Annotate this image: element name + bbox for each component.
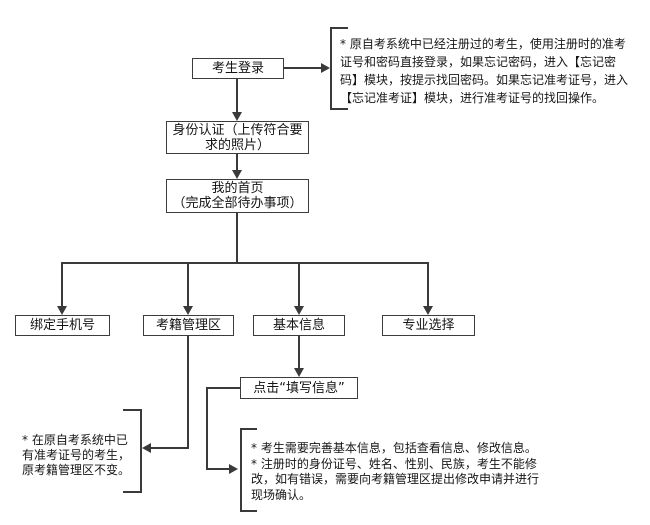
note-basic: * 考生需要完善基本信息，包括查看信息、修改信息。 * 注册时的身份证号、姓名、…: [251, 441, 539, 503]
flow-box-fill-info: 点击“填写信息”: [240, 377, 358, 399]
connector-fill-right: [206, 468, 230, 470]
connector-branch-to-registry: [187, 262, 189, 307]
flow-box-major-label: 专业选择: [402, 318, 455, 333]
flow-box-identity: 身份认证（上传符合要 求的照片）: [166, 121, 309, 154]
flow-box-home-line1: 我的首页: [211, 181, 264, 196]
note-basic-line2: * 注册时的身份证号、姓名、性别、民族，考生不能修: [251, 456, 537, 471]
bracket-login-note: [330, 27, 348, 110]
note-login-line3: 码】模块，按提示找回密码。如果忘记准考证号，进入: [340, 73, 629, 87]
flow-box-home: 我的首页 （完成全部待办事项）: [166, 179, 309, 213]
flow-box-login: 考生登录: [192, 58, 284, 79]
arrowhead-identity-icon: [232, 112, 242, 121]
arrowhead-login-note-icon: [321, 63, 330, 73]
note-registry-line2: 有准考证号的考生，: [22, 448, 131, 462]
arrowhead-basic-icon: [294, 306, 304, 315]
arrowhead-phone-icon: [57, 306, 67, 315]
flow-box-phone-label: 绑定手机号: [29, 318, 95, 333]
flow-box-basic-label: 基本信息: [272, 318, 325, 333]
connector-fill-down: [206, 387, 208, 470]
flow-box-basic: 基本信息: [253, 315, 345, 336]
arrowhead-major-icon: [423, 306, 433, 315]
flow-box-major: 专业选择: [382, 315, 475, 336]
note-basic-line4: 现场确认。: [251, 487, 312, 502]
connector-branch-to-major: [427, 262, 429, 307]
flow-box-registry-label: 考籍管理区: [155, 318, 221, 333]
connector-login-to-note: [284, 67, 322, 69]
note-login: * 原自考系统中已经注册过的考生，使用注册时的准考 证号和密码直接登录，如果忘记…: [340, 35, 628, 107]
note-registry-line3: 原考籍管理区不变。: [22, 463, 131, 477]
connector-login-to-identity: [236, 79, 238, 113]
connector-identity-to-home: [236, 154, 238, 171]
flow-box-login-label: 考生登录: [211, 61, 264, 76]
note-login-line2: 证号和密码直接登录，如果忘记密码，进入【忘记密: [340, 55, 617, 69]
connector-registry-down: [187, 336, 189, 449]
bracket-registry-note: [123, 409, 142, 493]
connector-home-to-branch: [236, 213, 238, 263]
flow-box-identity-line1: 身份认证（上传符合要: [172, 122, 303, 138]
arrowhead-home-icon: [232, 170, 242, 179]
flow-box-fill-info-label: 点击“填写信息”: [253, 380, 345, 396]
connector-branch-rail: [61, 262, 429, 264]
note-registry: * 在原自考系统中已 有准考证号的考生， 原考籍管理区不变。: [22, 433, 130, 478]
connector-registry-left: [151, 447, 189, 449]
arrowhead-registry-icon: [183, 306, 193, 315]
arrowhead-basic-note-icon: [229, 464, 238, 474]
connector-basic-to-fill: [298, 336, 300, 369]
flow-box-registry: 考籍管理区: [143, 315, 234, 336]
note-basic-line1: * 考生需要完善基本信息，包括查看信息、修改信息。: [251, 441, 537, 455]
connector-fill-stub: [206, 387, 240, 389]
arrowhead-fill-icon: [294, 368, 304, 377]
flow-box-identity-line2: 求的照片）: [204, 137, 270, 153]
note-basic-line3: 改，如有错误，需要向考籍管理区提出修改申请并进行: [251, 472, 540, 486]
note-login-line1: * 原自考系统中已经注册过的考生，使用注册时的准考: [340, 37, 626, 51]
note-login-line4: 【忘记准考证】模块，进行准考证号的找回操作。: [340, 91, 605, 105]
connector-branch-to-basic: [298, 262, 300, 307]
arrowhead-registry-note-icon: [142, 443, 151, 453]
note-registry-line1: * 在原自考系统中已: [22, 433, 128, 447]
connector-branch-to-phone: [61, 262, 63, 307]
flow-box-phone: 绑定手机号: [15, 315, 110, 336]
flow-box-home-line2: （完成全部待办事项）: [172, 196, 303, 211]
bracket-basic-note: [240, 428, 257, 512]
